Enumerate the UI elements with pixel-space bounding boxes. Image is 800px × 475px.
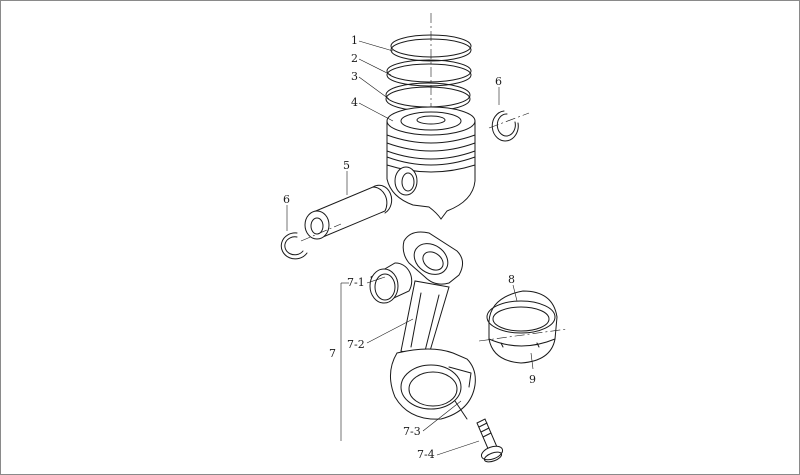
label-ring-1: 1 bbox=[351, 34, 358, 47]
pin-centerline bbox=[300, 223, 342, 242]
rod-bolt bbox=[476, 418, 504, 463]
snap-ring-left bbox=[280, 232, 308, 260]
label-rod-body: 7-2 bbox=[347, 338, 365, 351]
piston-ring-1 bbox=[390, 34, 472, 62]
label-bearing-lower: 9 bbox=[529, 373, 536, 386]
label-bushing: 7-1 bbox=[347, 276, 365, 289]
label-piston: 4 bbox=[351, 96, 358, 109]
label-bearing-upper: 8 bbox=[508, 273, 515, 286]
label-rod-assembly: 7 bbox=[329, 347, 336, 360]
piston-ring-2 bbox=[386, 59, 472, 87]
label-snap-ring-right: 6 bbox=[495, 75, 502, 88]
piston-pin bbox=[304, 184, 393, 240]
label-ring-3: 3 bbox=[351, 70, 358, 83]
connecting-rod bbox=[390, 231, 476, 420]
label-ring-2: 2 bbox=[351, 52, 358, 65]
label-snap-ring-left: 6 bbox=[283, 193, 290, 206]
label-pin: 5 bbox=[343, 159, 350, 172]
bearing-shells bbox=[478, 290, 568, 364]
piston bbox=[386, 106, 476, 220]
label-rod-bolt: 7-4 bbox=[417, 448, 435, 461]
leader-lines bbox=[286, 40, 534, 456]
rod-bushing bbox=[369, 262, 413, 304]
snap-ring-right bbox=[488, 110, 530, 142]
label-rod-cap: 7-3 bbox=[403, 425, 421, 438]
